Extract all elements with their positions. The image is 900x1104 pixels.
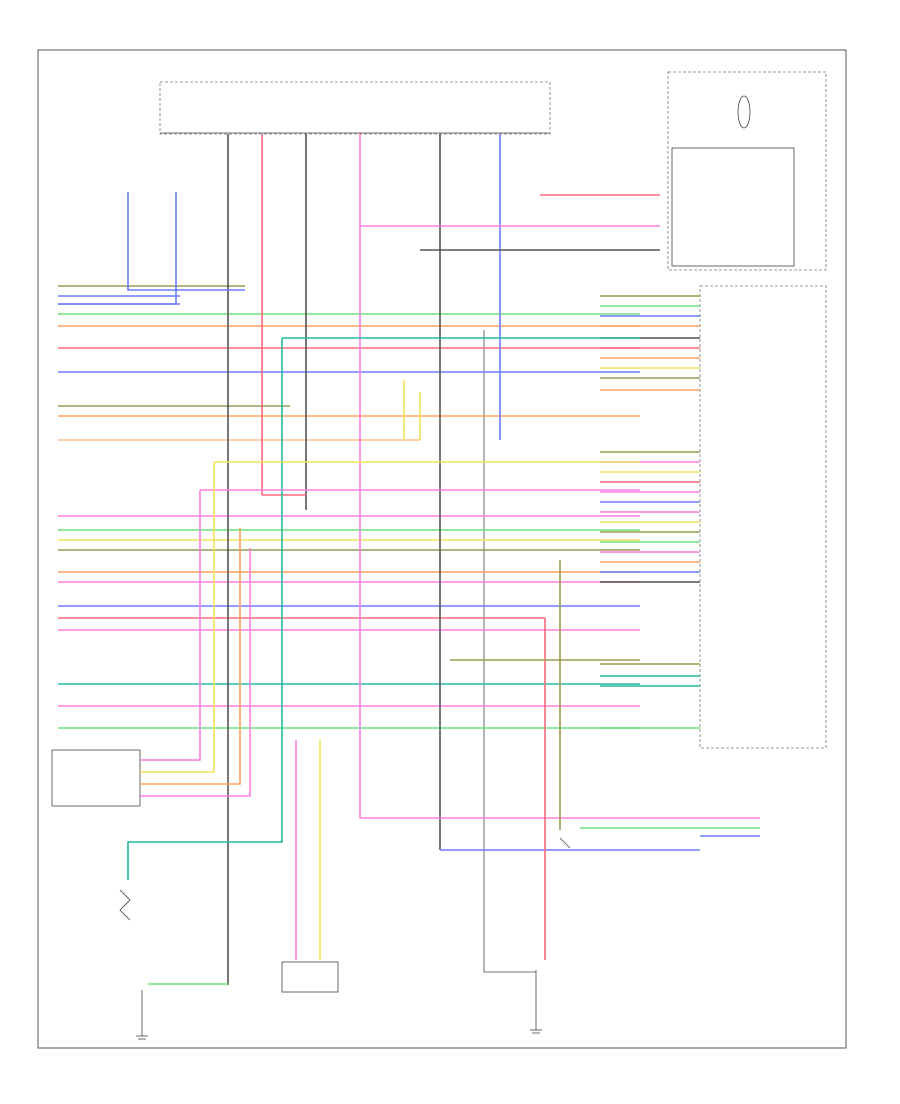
cluster-connector — [671, 147, 795, 267]
yellow-left-connector-wire — [140, 461, 640, 773]
teal-switch-wire — [127, 337, 640, 880]
blue-feed-wire — [127, 192, 245, 291]
pink-left-connector-wire — [140, 489, 640, 761]
ground-left-icon — [136, 1026, 148, 1040]
indicator-lamp-icon — [737, 95, 751, 129]
diagram-frame — [37, 49, 847, 1049]
pink2-left-connector-wire — [140, 548, 251, 797]
bottom-center-component — [281, 961, 339, 993]
switch-symbol — [119, 889, 131, 921]
control-module-outline — [699, 285, 827, 749]
orange-left-connector-wire — [140, 528, 241, 785]
blue-feed-wire — [58, 192, 177, 305]
fuse-block-outline — [159, 81, 551, 135]
wires-layer — [58, 134, 760, 985]
left-connector-block — [51, 749, 141, 807]
ground-right-icon — [530, 1020, 542, 1034]
sensor-symbol — [559, 837, 571, 849]
instrument-cluster-outline — [667, 71, 827, 271]
blue-output-wire — [440, 835, 760, 851]
ground-wire-vertical — [483, 330, 536, 973]
